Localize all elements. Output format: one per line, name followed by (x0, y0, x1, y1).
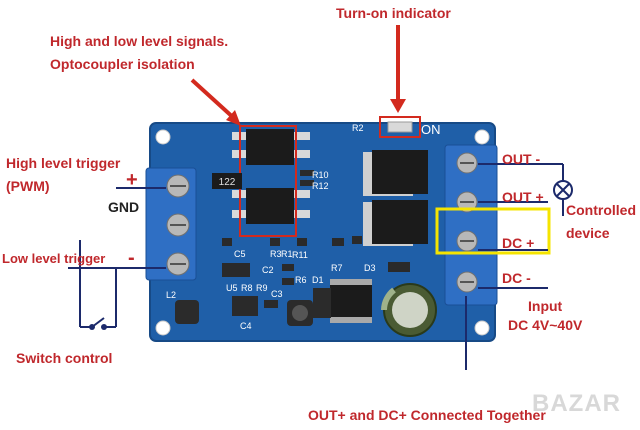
pwm-label: (PWM) (6, 178, 50, 194)
switch-control-label: Switch control (16, 350, 113, 366)
board-mark: R10 (312, 170, 329, 180)
dc-minus-label: DC - (502, 270, 531, 286)
dc-range-label: DC 4V~40V (508, 317, 583, 333)
board-mark: R11 (292, 250, 308, 260)
board-mark: D1 (312, 275, 324, 285)
watermark: BAZAR (532, 390, 621, 417)
resistor-122 (212, 173, 242, 189)
controlled-label: Controlled (566, 202, 636, 218)
board-mark: 122 (219, 177, 236, 188)
dc-plus-highlight-box (435, 207, 551, 255)
out-minus-label: OUT - (502, 151, 541, 167)
out-plus-label: OUT + (502, 189, 544, 205)
dc-plus-label: DC + (502, 235, 535, 251)
inductor (313, 288, 331, 318)
mounting-hole (155, 129, 171, 145)
plus-sign: + (126, 169, 138, 191)
right-terminal-block (444, 144, 498, 306)
mounting-hole (474, 129, 490, 145)
board-mark: R9 (256, 283, 268, 293)
arrow-led (390, 25, 406, 113)
board-mark: U5 (226, 283, 238, 293)
board-mark: D3 (364, 263, 376, 273)
mounting-hole (155, 320, 171, 336)
board-mark: C5 (234, 249, 246, 259)
board-mark: C3 (271, 289, 283, 299)
on-led (387, 121, 413, 133)
board-mark: R12 (312, 181, 329, 191)
inductor (175, 300, 199, 324)
high-trigger-label: High level trigger (6, 155, 121, 171)
led-highlight-box (379, 116, 421, 138)
turn-on-indicator-label: Turn-on indicator (336, 5, 451, 21)
lamp-icon (553, 180, 573, 200)
low-trigger-label: Low level trigger (2, 251, 106, 266)
device-label: device (566, 225, 610, 241)
board-mark: R3 (270, 249, 282, 259)
ic-chip (330, 279, 372, 323)
signals-label-line1: High and low level signals. (50, 33, 229, 49)
board-mark: R1 (281, 249, 293, 259)
board-mark: R6 (295, 275, 307, 285)
minus-sign: - (128, 247, 135, 269)
gnd-label: GND (108, 199, 140, 215)
smd-components (222, 170, 410, 316)
arrow-optocoupler (190, 78, 241, 126)
board-mark: C4 (240, 321, 252, 331)
left-terminal-block (145, 167, 197, 281)
wiring (68, 163, 564, 370)
board-mark: C2 (262, 265, 274, 275)
mounting-hole (474, 320, 490, 336)
mosfets (363, 150, 428, 246)
board-mark: R8 (241, 283, 253, 293)
board-mark: ON (421, 122, 441, 137)
connected-together-label: OUT+ and DC+ Connected Together (308, 407, 546, 423)
electrolytic-capacitor (381, 283, 437, 337)
board-mark: R2 (352, 123, 364, 133)
input-label: Input (528, 298, 563, 314)
board-mark: R7 (331, 263, 343, 273)
signals-label-line2: Optocoupler isolation (50, 56, 195, 72)
board-mark: L2 (166, 290, 176, 300)
